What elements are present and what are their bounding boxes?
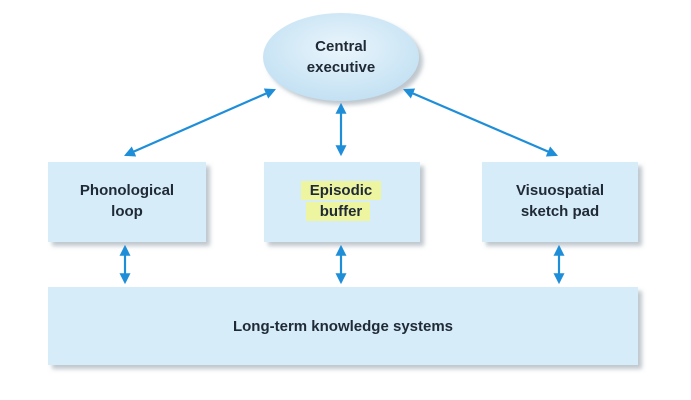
phonological-loop-label-line2: loop — [111, 203, 143, 220]
episodic-buffer-label-line1: Episodic — [310, 182, 373, 199]
long-term-knowledge-label: Long-term knowledge systems — [233, 318, 453, 335]
visuospatial-label-line1: Visuospatial — [516, 182, 604, 199]
arrow-executive-visuospatial — [402, 88, 559, 157]
episodic-buffer-node: Episodic buffer — [264, 162, 420, 242]
phonological-loop-label-line1: Phonological — [80, 182, 174, 199]
episodic-highlight-1 — [301, 181, 381, 200]
arrow-executive-phonological — [123, 88, 277, 157]
arrows — [119, 88, 565, 285]
visuospatial-label-line2: sketch pad — [521, 203, 599, 220]
visuospatial-sketch-pad-node: Visuospatial sketch pad — [482, 162, 638, 242]
central-executive-label-line1: Central — [315, 38, 367, 55]
central-executive-node: Central executive — [263, 13, 419, 101]
long-term-knowledge-node: Long-term knowledge systems — [48, 287, 638, 365]
phonological-loop-node: Phonological loop — [48, 162, 206, 242]
central-executive-label-line2: executive — [307, 59, 375, 76]
episodic-highlight-2 — [306, 202, 370, 221]
episodic-buffer-label-line2: buffer — [320, 203, 363, 220]
